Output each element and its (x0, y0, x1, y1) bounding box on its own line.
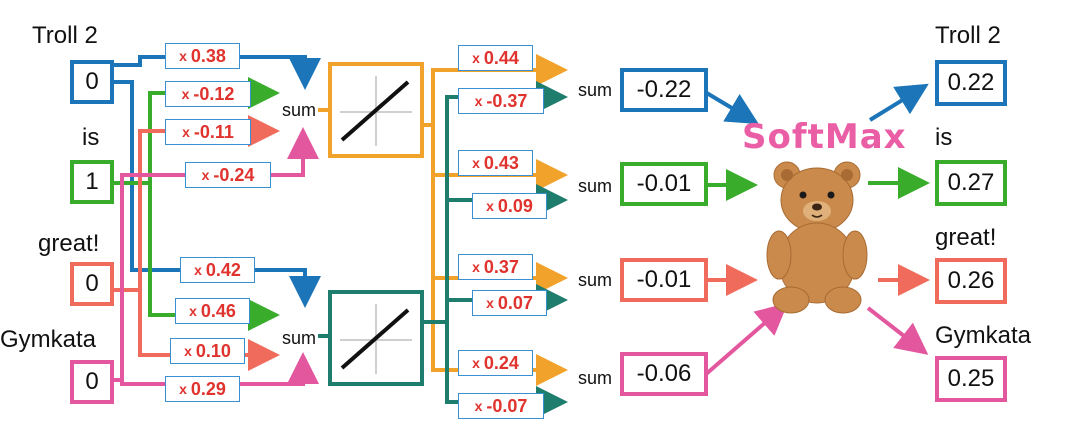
output-word-great: great! (935, 224, 997, 251)
output-word-is: is (935, 124, 953, 151)
output-weight-box: x-0.37 (458, 88, 544, 114)
output-weight-box: x-0.07 (458, 393, 544, 419)
input-word-gymkata: Gymkata (0, 326, 97, 353)
activation-box-bottom (328, 290, 424, 386)
output-word-troll2: Troll 2 (935, 22, 1001, 49)
activation-box-top (328, 62, 424, 158)
input-word-is: is (82, 124, 100, 151)
input-weight-box: x-0.11 (165, 119, 251, 145)
output-value-troll2: 0.22 (935, 60, 1007, 106)
output-sum-label: sum (578, 368, 613, 388)
troll2-input-wires (112, 55, 321, 308)
output-sum-label: sum (578, 80, 613, 100)
output-value-great: 0.26 (935, 258, 1007, 304)
output-value-gymkata: 0.25 (935, 356, 1007, 402)
top-activation-wires (420, 54, 568, 386)
input-value-great: 0 (70, 262, 114, 306)
input-word-great: great! (38, 230, 100, 257)
input-value-troll2: 0 (70, 60, 114, 104)
input-weight-box: x-0.12 (165, 81, 251, 107)
output-sum-value: -0.22 (620, 68, 708, 112)
output-sum-value: -0.01 (620, 258, 708, 302)
input-value-gymkata: 0 (70, 360, 114, 404)
output-sum-value: -0.06 (620, 352, 708, 396)
input-weight-box: x-0.24 (185, 162, 271, 188)
hidden-sum-top-label: sum (282, 100, 317, 120)
output-sum-value: -0.01 (620, 162, 708, 206)
input-word-troll2: Troll 2 (32, 22, 98, 49)
softmax-label: SoftMax (742, 117, 907, 157)
input-value-is: 1 (70, 160, 114, 204)
teddy-bear-icon (766, 161, 868, 314)
hidden-sum-bottom-label: sum (282, 328, 317, 348)
output-value-is: 0.27 (935, 160, 1007, 206)
output-sum-label: sum (578, 270, 613, 290)
output-word-gymkata: Gymkata (935, 322, 1032, 349)
output-sum-label: sum (578, 176, 613, 196)
